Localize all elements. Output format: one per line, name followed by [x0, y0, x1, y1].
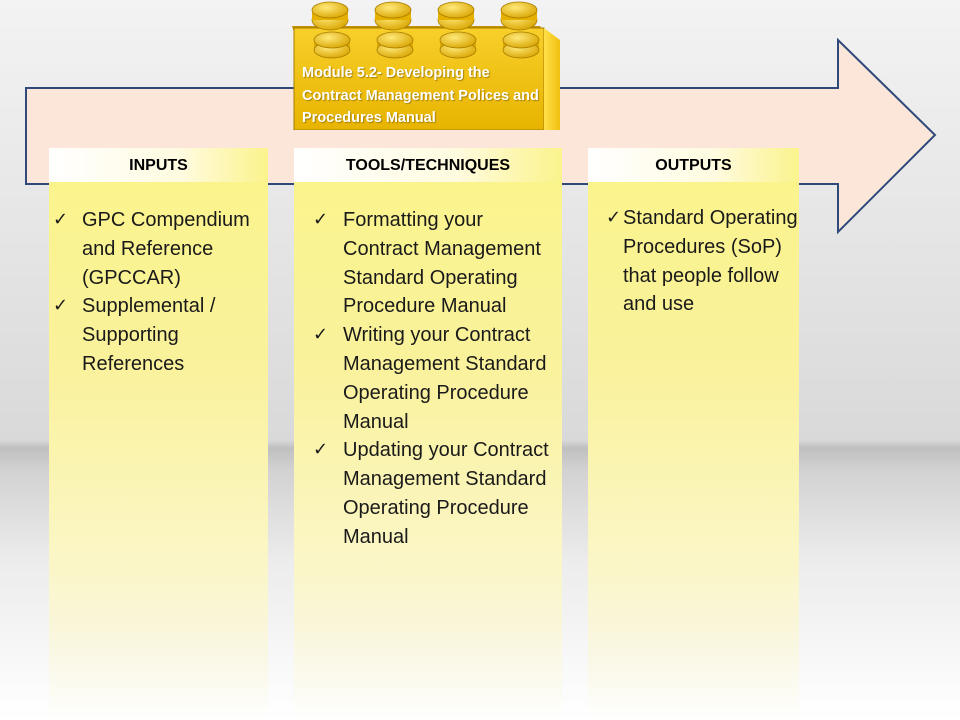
inputs-column: INPUTS ✓GPC Compendium and Reference (GP…: [49, 148, 268, 720]
lego-brick-icon: [292, 1, 560, 130]
inputs-heading: INPUTS: [49, 148, 268, 182]
tools-techniques-column: TOOLS/TECHNIQUES ✓Formatting your Contra…: [294, 148, 562, 720]
check-icon: ✓: [313, 209, 329, 230]
check-icon: ✓: [53, 209, 69, 230]
check-icon: ✓: [606, 207, 622, 228]
check-icon: ✓: [53, 295, 69, 317]
tools-techniques-heading: TOOLS/TECHNIQUES: [294, 148, 562, 182]
outputs-heading: OUTPUTS: [588, 148, 799, 182]
list-item: ✓Formatting your Contract Management Sta…: [294, 206, 562, 321]
outputs-column: OUTPUTS ✓Standard Operating Procedures (…: [588, 148, 799, 720]
list-item: ✓Supplemental / Supporting References: [49, 292, 268, 378]
list-item: ✓Standard Operating Procedures (SoP) tha…: [588, 204, 799, 319]
check-icon: ✓: [313, 324, 329, 346]
list-item: ✓Writing your Contract Management Standa…: [294, 321, 562, 436]
list-item: ✓GPC Compendium and Reference (GPCCAR): [49, 206, 268, 292]
outputs-list: ✓Standard Operating Procedures (SoP) tha…: [588, 182, 799, 319]
tools-techniques-list: ✓Formatting your Contract Management Sta…: [294, 182, 562, 552]
check-icon: ✓: [313, 439, 329, 461]
list-item: ✓Updating your Contract Management Stand…: [294, 436, 562, 551]
inputs-list: ✓GPC Compendium and Reference (GPCCAR) ✓…: [49, 182, 268, 379]
module-title: Module 5.2- Developing the Contract Mana…: [302, 65, 539, 126]
